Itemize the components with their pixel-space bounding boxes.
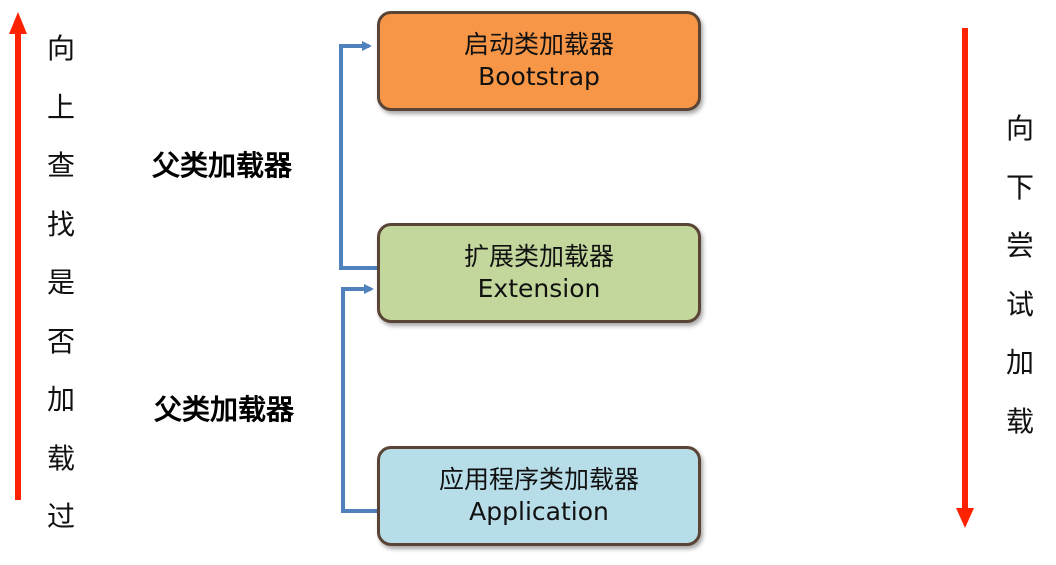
bootstrap-loader-en-label: Bootstrap: [478, 62, 600, 91]
left-text-char: 过: [46, 500, 75, 533]
search-upward-text: 向 上 查 找 是 否 加 载 过: [44, 20, 78, 547]
left-text-char: 找: [46, 207, 75, 241]
right-text-char: 载: [1005, 404, 1034, 438]
try-load-downward-text: 向 下 尝 试 加 载: [1003, 100, 1037, 451]
left-text-char: 查: [46, 149, 75, 182]
left-text-char: 加: [46, 383, 75, 416]
application-loader-box: 应用程序类加载器 Application: [377, 446, 701, 546]
right-text-char: 试: [1005, 287, 1034, 321]
left-text-char: 向: [46, 32, 75, 65]
left-text-char: 否: [46, 324, 75, 358]
extension-loader-cn-label: 扩展类加载器: [463, 242, 614, 271]
right-text-char: 向: [1005, 112, 1034, 145]
bootstrap-loader-cn-label: 启动类加载器: [463, 30, 614, 59]
right-text-char: 加: [1005, 346, 1034, 379]
parent-loader-label: 父类加载器: [154, 393, 295, 426]
left-text-char: 是: [46, 266, 75, 299]
extension-loader-box: 扩展类加载器 Extension: [377, 223, 701, 323]
left-text-char: 载: [46, 441, 75, 475]
right-text-char: 下: [1005, 170, 1034, 204]
bootstrap-loader-box: 启动类加载器 Bootstrap: [377, 11, 701, 111]
left-text-char: 上: [46, 90, 75, 124]
right-text-char: 尝: [1005, 229, 1034, 262]
application-loader-cn-label: 应用程序类加载器: [438, 465, 639, 494]
application-loader-en-label: Application: [469, 497, 609, 526]
connector-application-to-extension: [341, 284, 377, 513]
extension-loader-en-label: Extension: [477, 274, 601, 303]
connector-extension-to-bootstrap: [339, 41, 377, 270]
parent-loader-label: 父类加载器: [152, 149, 293, 182]
